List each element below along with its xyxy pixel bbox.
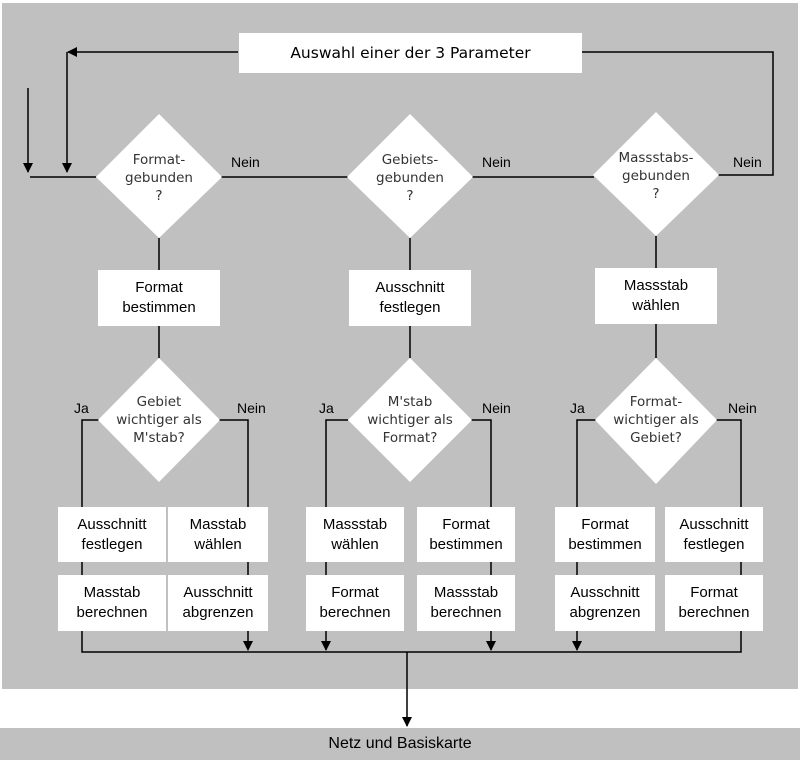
step-masstab-waehlen-1: Masstab wählen [168, 507, 268, 562]
action-format-bestimmen: Format bestimmen [98, 270, 220, 326]
action-ausschnitt-festlegen: Ausschnitt festlegen [349, 270, 471, 326]
decision-diamond-massstab [593, 112, 719, 236]
step-ausschnitt-festlegen-2: Ausschnitt festlegen [665, 507, 763, 562]
decision-label-gebiet: Gebiets- gebunden ? [376, 152, 444, 204]
step-massstab-berechnen-2: Massstab berechnen [417, 575, 515, 631]
subdecision-diamond-3 [595, 358, 717, 484]
decision-diamond-gebiet [347, 114, 473, 238]
step-format-bestimmen-1: Format bestimmen [417, 507, 515, 562]
subdecision-label-2: M'stab wichtiger als Format? [367, 394, 453, 446]
base-map-label: Netz und Basiskarte [328, 735, 472, 752]
step-format-bestimmen-2: Format bestimmen [555, 507, 655, 562]
step-ausschnitt-abgrenzen-1: Ausschnitt abgrenzen [168, 575, 268, 631]
nein-label-1: Nein [231, 154, 260, 170]
step-format-berechnen-2: Format berechnen [665, 575, 763, 631]
decision-label-format: Format- gebunden ? [125, 152, 193, 204]
ja-label-1: Ja [74, 400, 89, 416]
ja-label-3: Ja [570, 400, 585, 416]
subdecision-diamond-2 [348, 358, 472, 482]
nein-label-3: Nein [733, 154, 762, 170]
step-massstab-waehlen-2: Massstab wählen [306, 507, 404, 562]
action-massstab-waehlen: Massstab wählen [595, 268, 717, 324]
ja-label-2: Ja [319, 400, 334, 416]
step-format-berechnen-1: Format berechnen [306, 575, 404, 631]
diagram-panel [2, 3, 798, 689]
step-masstab-berechnen-1: Masstab berechnen [58, 575, 166, 631]
nein-label-5: Nein [482, 400, 511, 416]
base-map-bar: Netz und Basiskarte [0, 728, 800, 760]
nein-label-2: Nein [482, 154, 511, 170]
subdecision-label-1: Gebiet wichtiger als M'stab? [116, 394, 202, 446]
subdecision-label-3: Format- wichtiger als Gebiet? [613, 394, 699, 446]
decision-diamond-format [96, 114, 222, 238]
step-ausschnitt-abgrenzen-2: Ausschnitt abgrenzen [555, 575, 655, 631]
decision-label-massstab: Massstabs- gebunden ? [618, 150, 694, 202]
nein-label-4: Nein [237, 400, 266, 416]
step-ausschnitt-festlegen-1: Ausschnitt festlegen [58, 507, 166, 562]
parameter-selection-box: Auswahl einer der 3 Parameter [239, 33, 582, 73]
subdecision-diamond-1 [98, 358, 220, 482]
nein-label-6: Nein [728, 400, 757, 416]
loop-line [582, 51, 774, 176]
